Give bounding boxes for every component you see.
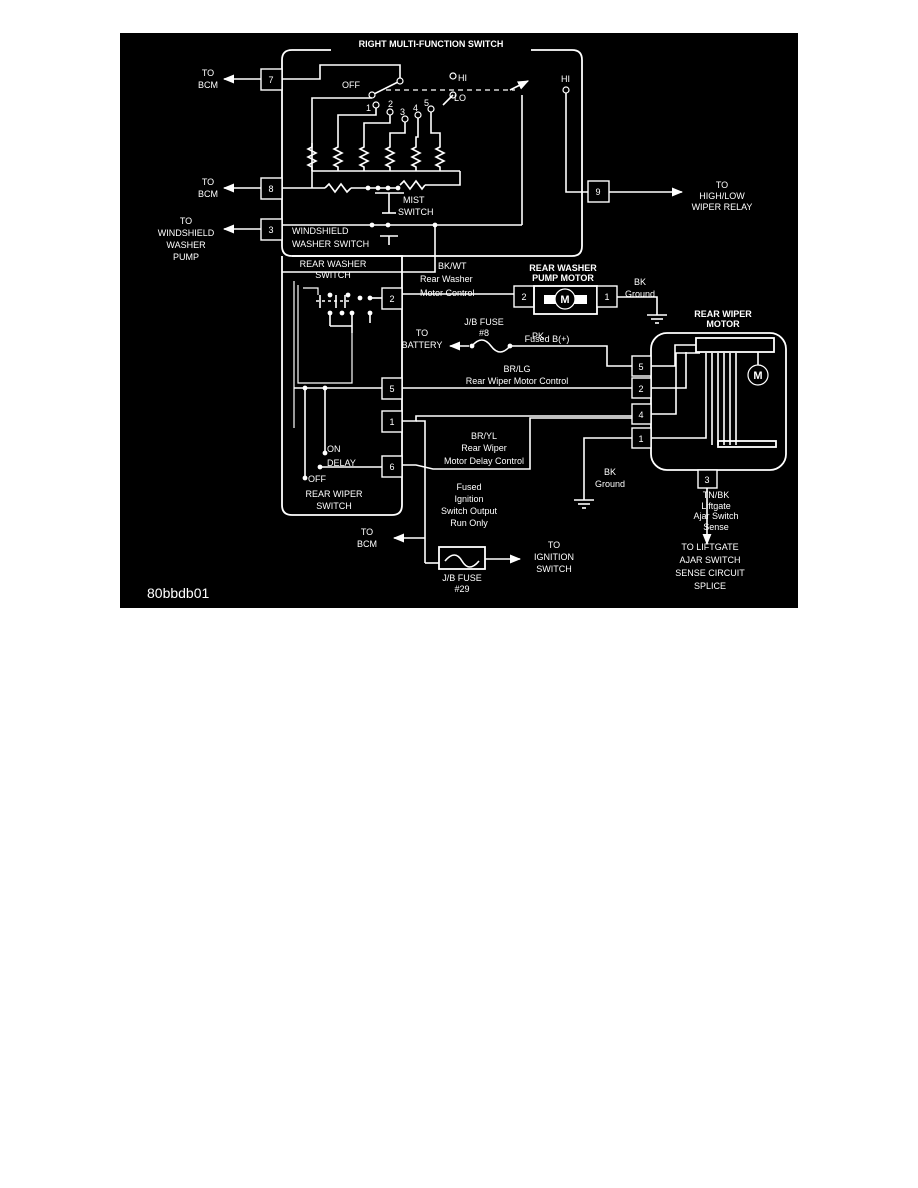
rws-title-line1: REAR WIPER	[305, 489, 363, 499]
to-relay-line2: HIGH/LOW	[699, 191, 745, 201]
mfs-pos-3: 3	[400, 107, 405, 117]
mfs-pin-7-label: 7	[268, 75, 273, 85]
figure-id: 80bbdb01	[147, 585, 210, 601]
pump-pin-1-label: 1	[604, 292, 609, 302]
mfs-hi-right-label: HI	[561, 74, 570, 84]
to-relay-line1: TO	[716, 180, 728, 190]
mfs-pin-9-label: 9	[595, 187, 600, 197]
to-bcm-8-line2: BCM	[198, 189, 218, 199]
fused-ign-line1: Fused	[456, 482, 481, 492]
jb-fuse-29-line2: #29	[454, 584, 469, 594]
fused-ign-line3: Switch Output	[441, 506, 498, 516]
to-battery-line1: TO	[416, 328, 428, 338]
to-bcm-bottom-line1: TO	[361, 527, 373, 537]
mfs-pos-1: 1	[366, 103, 371, 113]
rear-washer-pump-motor: REAR WASHER PUMP MOTOR 2 1 M	[513, 263, 618, 315]
rear-washer-switch-line2: SWITCH	[315, 270, 351, 280]
to-liftgate-line1: TO LIFTGATE	[681, 542, 738, 552]
to-ws-pump-line3: WASHER	[166, 240, 206, 250]
bk-ground-2-line2: Ground	[595, 479, 625, 489]
rwm-pin-3-label: 3	[704, 475, 709, 485]
pump-title-line2: PUMP MOTOR	[532, 273, 594, 283]
bkwt-line3: Motor Control	[420, 288, 475, 298]
to-bcm-bottom-line2: BCM	[357, 539, 377, 549]
to-bcm-8-line1: TO	[202, 177, 214, 187]
wiring-diagram-svg: RIGHT MULTI-FUNCTION SWITCH 7 8 3 9 OFF …	[147, 38, 787, 601]
bk-ground-1-line2: Ground	[625, 289, 655, 299]
right-multifunction-switch: RIGHT MULTI-FUNCTION SWITCH 7 8 3 9 OFF …	[222, 38, 684, 273]
to-bcm-7-line1: TO	[202, 68, 214, 78]
to-bcm-7-line2: BCM	[198, 80, 218, 90]
pump-motor-m: M	[560, 294, 569, 306]
rws-off-label: OFF	[308, 474, 326, 484]
fused-ign-line2: Ignition	[454, 494, 483, 504]
mist-label-1: MIST	[403, 195, 425, 205]
rear-wiper-switch-box: REAR WASHER SWITCH 2 5 1 6	[281, 255, 403, 516]
mfs-pin-8-label: 8	[268, 184, 273, 194]
mfs-pos-5: 5	[424, 98, 429, 108]
jb-fuse-8-line1: J/B FUSE	[464, 317, 504, 327]
rws-pin-1-label: 1	[389, 417, 394, 427]
pump-title-line1: REAR WASHER	[529, 263, 597, 273]
mfs-pos-2: 2	[388, 99, 393, 109]
to-liftgate-line3: SENSE CIRCUIT	[675, 568, 745, 578]
mfs-title: RIGHT MULTI-FUNCTION SWITCH	[359, 39, 504, 49]
rwm-pin-5-label: 5	[638, 362, 643, 372]
wiring-diagram: RIGHT MULTI-FUNCTION SWITCH 7 8 3 9 OFF …	[120, 33, 798, 608]
to-ws-pump-line1: TO	[180, 216, 192, 226]
mfs-hi-label: HI	[458, 73, 467, 83]
to-ws-pump-line4: PUMP	[173, 252, 199, 262]
rws-title-line2: SWITCH	[316, 501, 352, 511]
mfs-off-label: OFF	[342, 80, 360, 90]
pk-wire-line1: PK	[532, 331, 544, 341]
rws-pin-5-label: 5	[389, 384, 394, 394]
jb-fuse-29-line1: J/B FUSE	[442, 573, 482, 583]
tnbk-line3: Ajar Switch	[693, 511, 738, 521]
tnbk-line4: Sense	[703, 522, 729, 532]
mfs-pos-4: 4	[413, 103, 418, 113]
rear-washer-switch-line1: REAR WASHER	[300, 259, 367, 269]
bryl-line1: BR/YL	[471, 431, 497, 441]
rws-delay-label: DELAY	[327, 458, 356, 468]
to-relay-line3: WIPER RELAY	[692, 202, 753, 212]
to-ign-line2: IGNITION	[534, 552, 574, 562]
brlg-line2: Rear Wiper Motor Control	[466, 376, 569, 386]
brlg-line1: BR/LG	[503, 364, 530, 374]
rwm-pin-4-label: 4	[638, 410, 643, 420]
tnbk-line2: Liftgate	[701, 501, 731, 511]
rwm-title-line2: MOTOR	[706, 319, 740, 329]
rws-on-label: ON	[327, 444, 341, 454]
rws-pin-6-label: 6	[389, 462, 394, 472]
ws-washer-label-2: WASHER SWITCH	[292, 239, 369, 249]
bk-ground-2-line1: BK	[604, 467, 616, 477]
to-ws-pump-line2: WINDSHIELD	[158, 228, 215, 238]
bryl-line3: Motor Delay Control	[444, 456, 524, 466]
mist-label-2: SWITCH	[398, 207, 434, 217]
to-liftgate-line2: AJAR SWITCH	[679, 555, 740, 565]
to-battery-line2: BATTERY	[402, 340, 443, 350]
jb-fuse-8-line2: #8	[479, 328, 489, 338]
ws-washer-label-1: WINDSHIELD	[292, 226, 349, 236]
pump-pin-2-label: 2	[521, 292, 526, 302]
fused-ign-line4: Run Only	[450, 518, 488, 528]
rwm-motor-m: M	[753, 370, 762, 382]
rwm-pin-1-label: 1	[638, 434, 643, 444]
to-liftgate-line4: SPLICE	[694, 581, 726, 591]
bkwt-line2: Rear Washer	[420, 274, 473, 284]
rwm-title-line1: REAR WIPER	[694, 309, 752, 319]
mfs-lo-label: LO	[454, 93, 466, 103]
to-ign-line1: TO	[548, 540, 560, 550]
bryl-line2: Rear Wiper	[461, 443, 507, 453]
pk-wire-line2: Fused B(+)	[525, 334, 570, 344]
bk-ground-1-line1: BK	[634, 277, 646, 287]
tnbk-line1: TN/BK	[703, 490, 730, 500]
rwm-pin-2-label: 2	[638, 384, 643, 394]
rear-wiper-motor: REAR WIPER MOTOR 5 2 4 1 3 M	[631, 309, 787, 546]
mfs-external-labels: TO BCM TO BCM TO WINDSHIELD WASHER PUMP …	[158, 68, 753, 262]
bkwt-line1: BK/WT	[438, 261, 467, 271]
mfs-pin-3-label: 3	[268, 225, 273, 235]
to-ign-line3: SWITCH	[536, 564, 572, 574]
rws-pin-2-label: 2	[389, 294, 394, 304]
